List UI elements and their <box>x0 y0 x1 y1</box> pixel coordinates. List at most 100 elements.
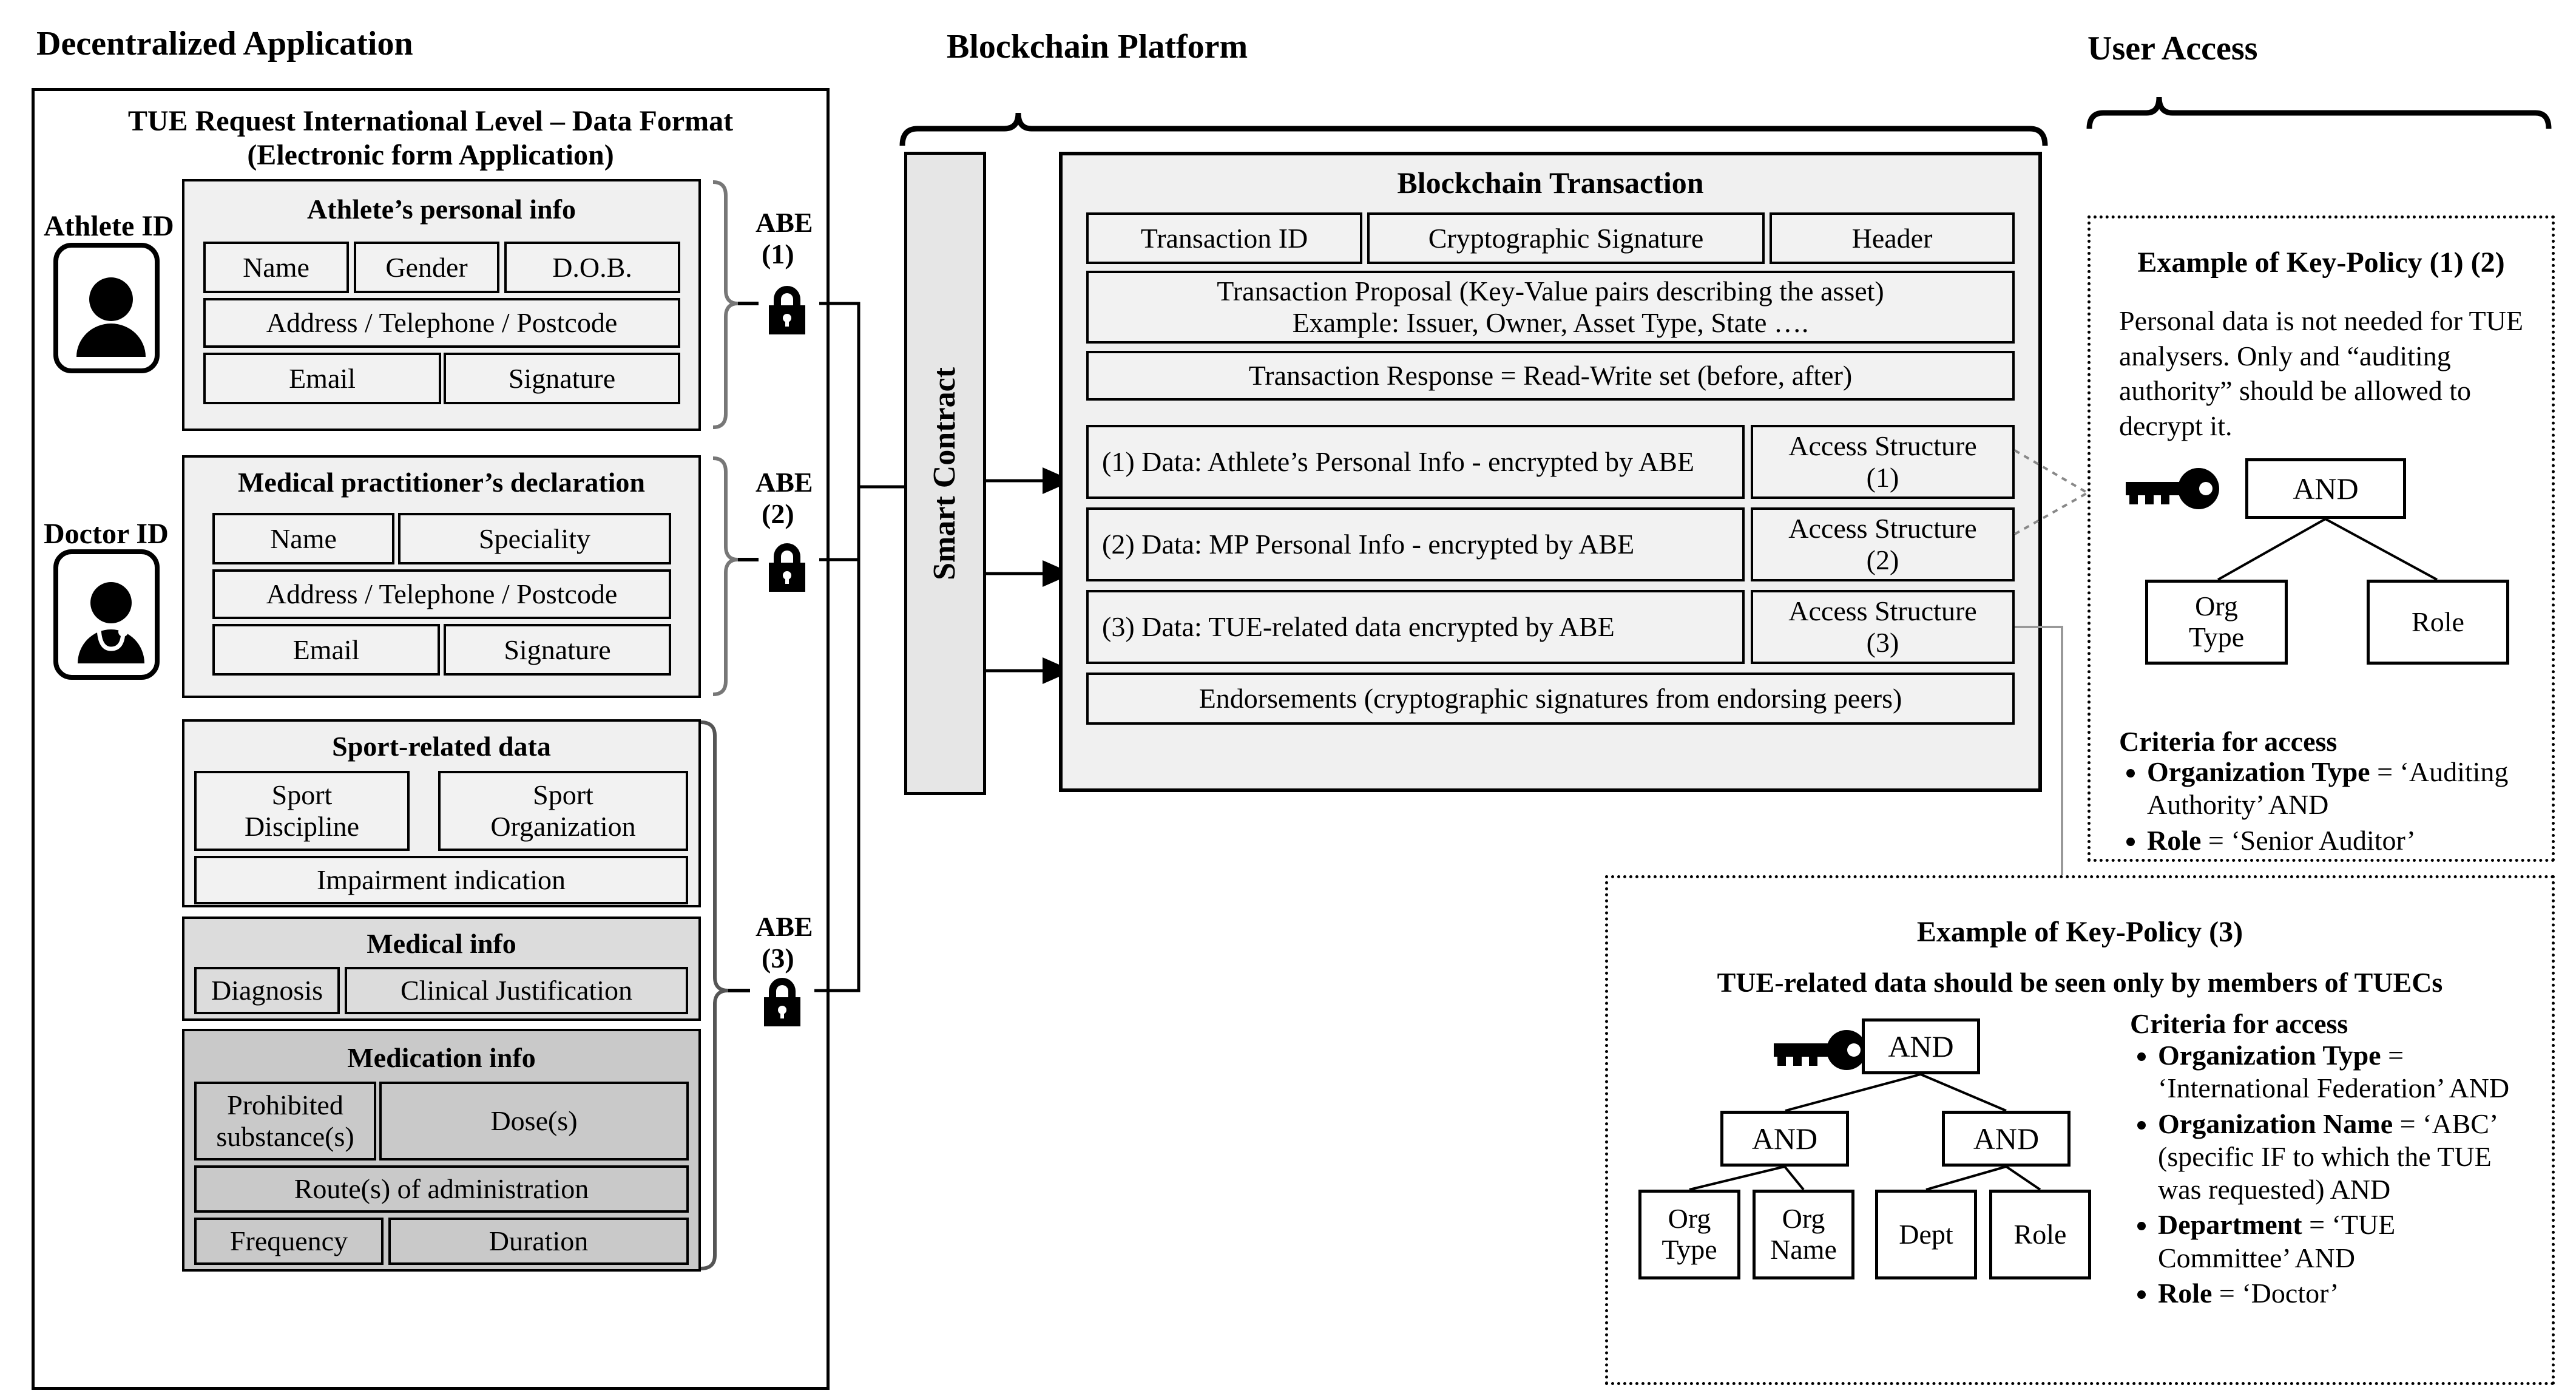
field-duration[interactable]: Duration <box>388 1218 689 1265</box>
key-icon-12 <box>2126 468 2219 509</box>
kp3-criteria-item-1: Organization Type = ‘International Feder… <box>2158 1039 2528 1105</box>
field-sport-organization[interactable]: Sport Organization <box>438 771 688 851</box>
transaction-proposal-box[interactable]: Transaction Proposal (Key-Value pairs de… <box>1086 271 2015 344</box>
transaction-response-box[interactable]: Transaction Response = Read-Write set (b… <box>1086 351 2015 401</box>
endorsements-box[interactable]: Endorsements (cryptographic signatures f… <box>1086 673 2015 725</box>
kp3-criteria-1-rest: = ‘International Federation’ AND <box>2158 1040 2510 1104</box>
data-row-1[interactable]: (1) Data: Athlete’s Personal Info - encr… <box>1086 425 1745 499</box>
access-structure-2[interactable]: Access Structure (2) <box>1751 507 2015 581</box>
field-address-mp[interactable]: Address / Telephone / Postcode <box>212 569 671 619</box>
kp3-criteria-title: Criteria for access <box>2130 1008 2348 1039</box>
field-name[interactable]: Name <box>203 242 349 293</box>
person-icon <box>76 277 146 357</box>
field-frequency[interactable]: Frequency <box>194 1218 384 1265</box>
kp3-leaf-org-type[interactable]: Org Type <box>1638 1190 1740 1279</box>
lock-icon-1 <box>769 286 805 334</box>
field-gender[interactable]: Gender <box>354 242 499 293</box>
kp3-leaf-role[interactable]: Role <box>1989 1190 2091 1279</box>
field-route-of-administration[interactable]: Route(s) of administration <box>194 1165 689 1213</box>
kp3-mid-and-left[interactable]: AND <box>1720 1111 1849 1167</box>
field-diagnosis[interactable]: Diagnosis <box>194 967 340 1014</box>
kp3-leaf-org-name-line2: Name <box>1770 1234 1837 1265</box>
field-dob[interactable]: D.O.B. <box>504 242 680 293</box>
abe-index-3: (3) <box>762 943 794 974</box>
kp12-criteria-title: Criteria for access <box>2119 726 2338 757</box>
kp3-criteria-3-rest: = ‘TUE Committee’ AND <box>2158 1209 2396 1273</box>
access-structure-2-line2: (2) <box>1866 544 1899 575</box>
header-box[interactable]: Header <box>1770 212 2015 264</box>
kp3-criteria-4-rest: = ‘Doctor’ <box>2212 1277 2339 1309</box>
abe-index-1: (1) <box>762 239 794 269</box>
sport-org-line2: Organization <box>490 811 636 842</box>
kp12-root-and[interactable]: AND <box>2245 458 2406 519</box>
field-address-athlete[interactable]: Address / Telephone / Postcode <box>203 298 680 348</box>
section-label-user-access: User Access <box>2088 30 2258 67</box>
data-row-2[interactable]: (2) Data: MP Personal Info - encrypted b… <box>1086 507 1745 581</box>
group-title-medical-info: Medical info <box>367 928 516 959</box>
kp3-leaf-org-type-line2: Type <box>1662 1234 1717 1265</box>
lock-icon-3 <box>764 978 800 1026</box>
kp12-leaf-org-type[interactable]: Org Type <box>2145 580 2288 665</box>
kp12-leaf-role[interactable]: Role <box>2367 580 2509 665</box>
kp3-criteria-2-bold: Organization Name <box>2158 1108 2393 1139</box>
proposal-line1: Transaction Proposal (Key-Value pairs de… <box>1217 276 1884 307</box>
abe-label-2: ABE <box>756 467 813 498</box>
athlete-id-card <box>53 243 160 373</box>
abe-index-2: (2) <box>762 498 794 529</box>
kp3-criteria-3-bold: Department <box>2158 1209 2302 1241</box>
athlete-id-label: Athlete ID <box>44 210 174 242</box>
field-clinical-justification[interactable]: Clinical Justification <box>345 967 688 1014</box>
form-title-line1: TUE Request International Level – Data F… <box>127 105 734 137</box>
doctor-id-label: Doctor ID <box>44 518 169 550</box>
proposal-line2: Example: Issuer, Owner, Asset Type, Stat… <box>1292 307 1809 338</box>
field-prohibited-substances[interactable]: Prohibited substance(s) <box>194 1082 376 1161</box>
access-structure-2-line1: Access Structure <box>1788 513 1977 544</box>
key-policy-3-title: Example of Key-Policy (3) <box>1916 916 2243 948</box>
key-policy-12-title: Example of Key-Policy (1) (2) <box>2137 246 2505 279</box>
section-label-blockchain-platform: Blockchain Platform <box>947 28 1248 66</box>
field-name-mp[interactable]: Name <box>212 513 394 564</box>
transaction-id-box[interactable]: Transaction ID <box>1086 212 1362 264</box>
kp3-root-and[interactable]: AND <box>1862 1018 1980 1074</box>
cryptographic-signature-box[interactable]: Cryptographic Signature <box>1367 212 1765 264</box>
kp12-leaf-org-type-line1: Org <box>2195 591 2238 622</box>
smart-contract-box[interactable]: Smart Contract <box>904 152 986 795</box>
field-signature-mp[interactable]: Signature <box>444 624 671 676</box>
doctor-icon <box>78 582 144 663</box>
kp3-criteria-2-rest: = ‘ABC’ (specific IF to which the TUE wa… <box>2158 1108 2497 1205</box>
blockchain-transaction-title: Blockchain Transaction <box>1397 166 1704 200</box>
field-email-mp[interactable]: Email <box>212 624 440 676</box>
group-title-mp-declaration: Medical practitioner’s declaration <box>237 467 646 498</box>
key-icon-3 <box>1774 1030 1867 1070</box>
kp3-criteria-list: Organization Type = ‘International Feder… <box>2130 1039 2528 1312</box>
data-row-3[interactable]: (3) Data: TUE-related data encrypted by … <box>1086 590 1745 664</box>
kp12-criteria-1-rest: = ‘Auditing Authority’ AND <box>2147 756 2509 821</box>
access-structure-1-line1: Access Structure <box>1788 430 1977 462</box>
prohibited-line2: substance(s) <box>216 1121 354 1152</box>
field-signature-athlete[interactable]: Signature <box>444 353 680 404</box>
field-speciality[interactable]: Speciality <box>398 513 671 564</box>
access-structure-1-line2: (1) <box>1866 462 1899 493</box>
field-email-athlete[interactable]: Email <box>203 353 441 404</box>
kp12-criteria-list: Organization Type = ‘Auditing Authority’… <box>2119 756 2566 859</box>
field-sport-discipline[interactable]: Sport Discipline <box>194 771 410 851</box>
kp3-leaf-dept[interactable]: Dept <box>1875 1190 1977 1279</box>
kp12-criteria-1-bold: Organization Type <box>2147 756 2370 787</box>
kp3-mid-and-right[interactable]: AND <box>1942 1111 2071 1167</box>
smart-contract-label: Smart Contract <box>927 367 962 580</box>
field-dose[interactable]: Dose(s) <box>379 1082 689 1161</box>
kp3-criteria-1-bold: Organization Type <box>2158 1040 2381 1071</box>
key-policy-12-description: Personal data is not needed for TUE anal… <box>2119 305 2523 441</box>
kp3-criteria-item-2: Organization Name = ‘ABC’ (specific IF t… <box>2158 1108 2528 1207</box>
kp3-leaf-org-name[interactable]: Org Name <box>1753 1190 1854 1279</box>
form-title-line2: (Electronic form Application) <box>247 139 614 171</box>
access-structure-3-line1: Access Structure <box>1788 595 1977 627</box>
abe-label-3: ABE <box>756 911 813 942</box>
kp3-leaf-org-name-line1: Org <box>1782 1203 1825 1235</box>
prohibited-line1: Prohibited <box>227 1089 343 1121</box>
field-impairment-indication[interactable]: Impairment indication <box>194 856 688 904</box>
kp3-criteria-item-3: Department = ‘TUE Committee’ AND <box>2158 1208 2528 1275</box>
access-structure-1[interactable]: Access Structure (1) <box>1751 425 2015 499</box>
access-structure-3[interactable]: Access Structure (3) <box>1751 590 2015 664</box>
sport-org-line1: Sport <box>533 779 593 811</box>
